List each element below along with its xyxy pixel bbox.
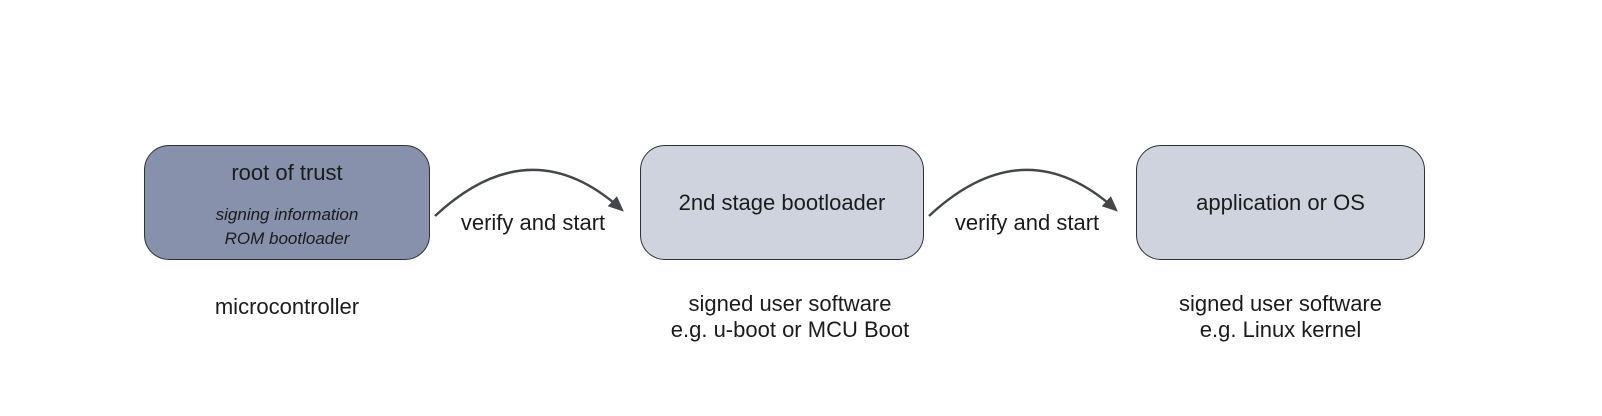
verify-arrow-icon [928,168,1118,217]
signed-user-software-caption: signed user software e.g. u-boot or MCU … [648,291,932,343]
application-or-os-title: application or OS [1196,189,1365,215]
second-stage-bootloader-box: 2nd stage bootloader [640,145,924,260]
root-of-trust-details: signing information ROM bootloader [145,203,429,251]
root-of-trust-box: root of trust signing information ROM bo… [144,145,430,260]
detail-rom-bootloader: ROM bootloader [224,229,350,248]
root-of-trust-title: root of trust [231,160,343,185]
caption-line: signed user software [1179,291,1382,316]
application-or-os-box: application or OS [1136,145,1425,260]
signed-user-software-caption: signed user software e.g. Linux kernel [1136,291,1425,343]
caption-line: signed user software [688,291,892,316]
caption-line: e.g. Linux kernel [1199,317,1362,342]
verify-arrow-icon [434,168,624,217]
second-stage-bootloader-title: 2nd stage bootloader [678,189,886,215]
verify-and-start-label: verify and start [460,210,606,235]
detail-signing-information: signing information [215,205,359,224]
caption-line: e.g. u-boot or MCU Boot [670,317,910,342]
microcontroller-caption: microcontroller [214,294,360,319]
verify-and-start-label: verify and start [954,210,1100,235]
